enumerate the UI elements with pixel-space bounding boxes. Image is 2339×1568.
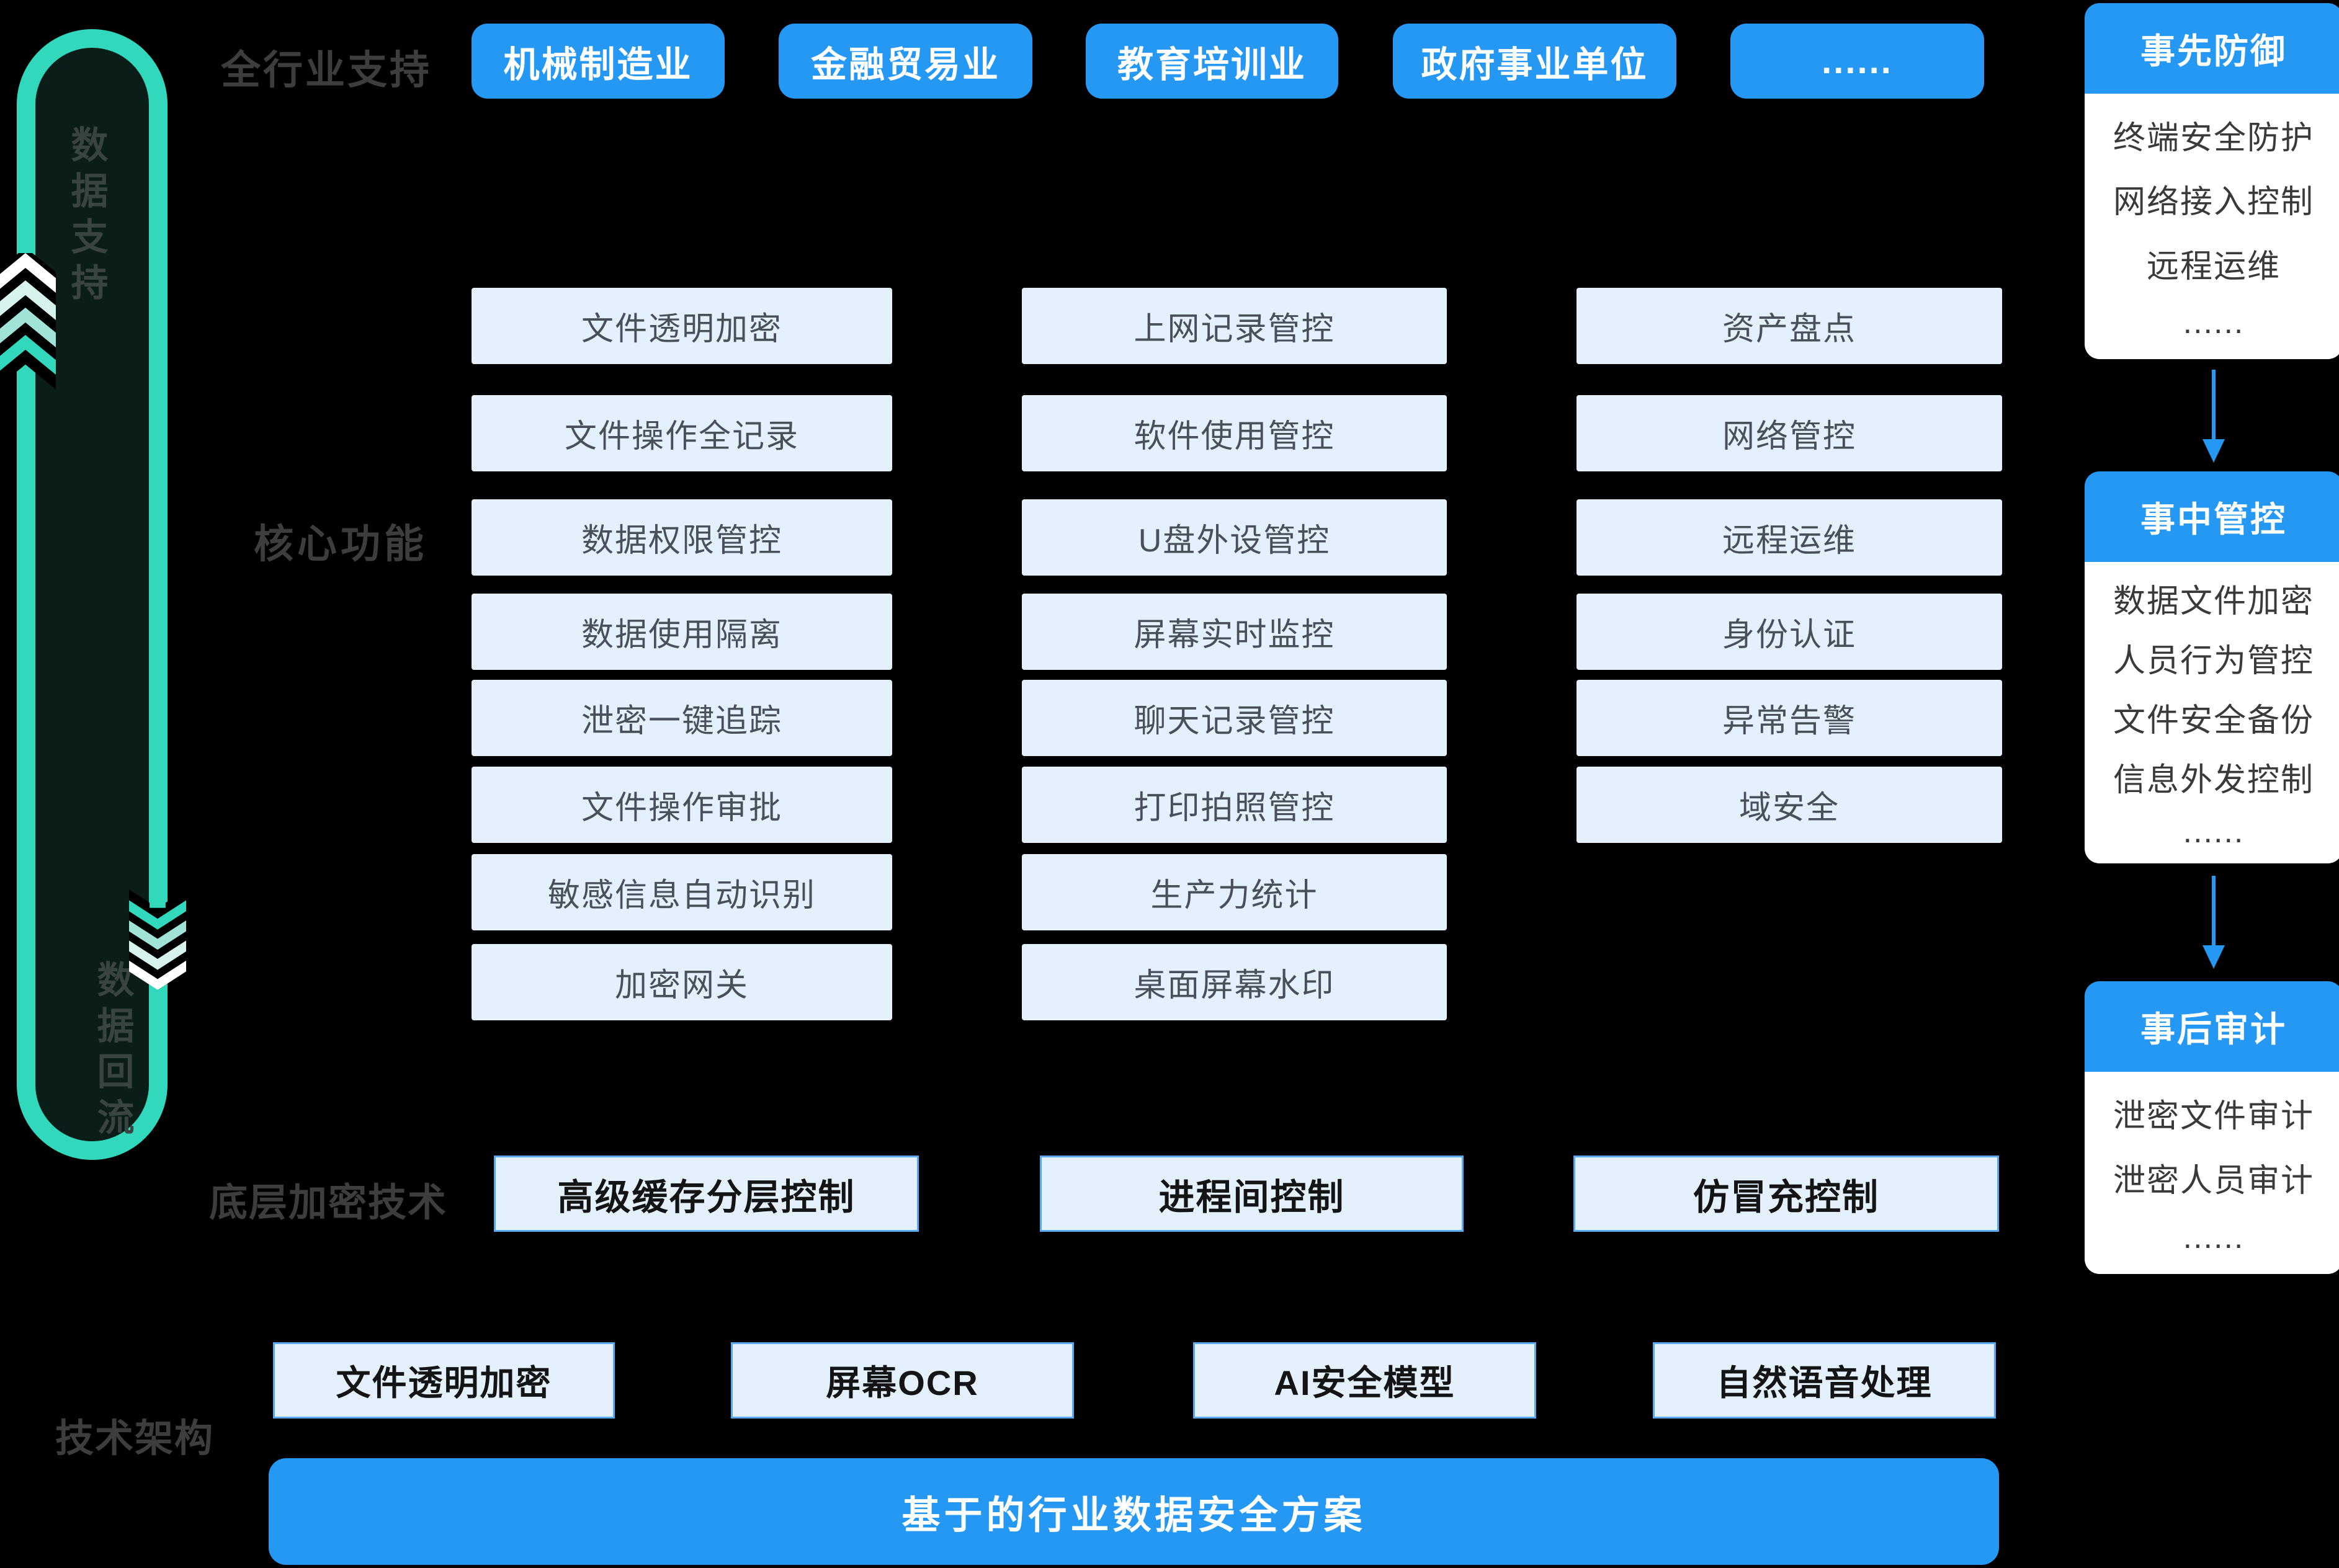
core-function-item: 资产盘点 bbox=[1576, 288, 2002, 364]
core-function-item: 上网记录管控 bbox=[1022, 288, 1447, 364]
core-function-item: 域安全 bbox=[1576, 767, 2002, 843]
core-functions-column-1: 文件透明加密 文件操作全记录 数据权限管控 数据使用隔离 泄密一键追踪 文件操作… bbox=[472, 288, 892, 1020]
phase-panel-post-audit: 事后审计 泄密文件审计 泄密人员审计 ...... bbox=[2085, 981, 2339, 1274]
phase-panel-item: ...... bbox=[2183, 814, 2245, 850]
industry-button-machinery: 机械制造业 bbox=[472, 24, 725, 99]
phase-panel-item: ...... bbox=[2183, 305, 2245, 341]
arrow-down-icon bbox=[2203, 370, 2225, 463]
core-function-item: 泄密一键追踪 bbox=[472, 680, 892, 756]
core-function-item: 打印拍照管控 bbox=[1022, 767, 1447, 843]
core-function-item: U盘外设管控 bbox=[1022, 499, 1447, 576]
encryption-tech-item: 高级缓存分层控制 bbox=[494, 1156, 919, 1232]
core-function-item: 网络管控 bbox=[1576, 395, 2002, 471]
arrow-down-icon bbox=[2203, 876, 2225, 969]
phase-panel-body: 数据文件加密 人员行为管控 文件安全备份 信息外发控制 ...... bbox=[2085, 562, 2339, 863]
architecture-item: AI安全模型 bbox=[1193, 1342, 1536, 1419]
core-function-item: 加密网关 bbox=[472, 944, 892, 1020]
industry-button-more: ...... bbox=[1730, 24, 1984, 99]
architecture-item: 自然语音处理 bbox=[1653, 1342, 1996, 1419]
core-functions-column-2: 上网记录管控 软件使用管控 U盘外设管控 屏幕实时监控 聊天记录管控 打印拍照管… bbox=[1022, 288, 1447, 1020]
encryption-tech-label: 底层加密技术 bbox=[209, 1182, 448, 1224]
phase-panel-pre-defense: 事先防御 终端安全防护 网络接入控制 远程运维 ...... bbox=[2085, 3, 2339, 359]
phase-panel-item: 网络接入控制 bbox=[2113, 184, 2314, 221]
core-function-item: 数据使用隔离 bbox=[472, 594, 892, 670]
core-function-item: 文件操作全记录 bbox=[472, 395, 892, 471]
core-function-item: 数据权限管控 bbox=[472, 499, 892, 576]
encryption-tech-item: 进程间控制 bbox=[1040, 1156, 1464, 1232]
phase-panel-item: 终端安全防护 bbox=[2113, 120, 2314, 156]
chevrons-down-icon bbox=[129, 889, 186, 990]
phase-panel-title: 事中管控 bbox=[2085, 471, 2339, 562]
phase-panel-in-process-control: 事中管控 数据文件加密 人员行为管控 文件安全备份 信息外发控制 ...... bbox=[2085, 471, 2339, 863]
phase-panel-item: 信息外发控制 bbox=[2113, 762, 2314, 798]
data-flow-loop bbox=[17, 29, 168, 1160]
phase-panel-item: 文件安全备份 bbox=[2113, 703, 2314, 739]
core-function-item: 文件透明加密 bbox=[472, 288, 892, 364]
chevrons-up-icon bbox=[0, 253, 56, 390]
core-functions-label: 核心功能 bbox=[254, 522, 427, 566]
architecture-item: 文件透明加密 bbox=[273, 1342, 615, 1419]
core-function-item: 异常告警 bbox=[1576, 680, 2002, 756]
core-function-item: 桌面屏幕水印 bbox=[1022, 944, 1447, 1020]
core-function-item: 敏感信息自动识别 bbox=[472, 854, 892, 930]
loop-bottom-label: 数据回流 bbox=[92, 960, 133, 1144]
phase-panel-body: 泄密文件审计 泄密人员审计 ...... bbox=[2085, 1072, 2339, 1274]
architecture-item: 屏幕OCR bbox=[731, 1342, 1074, 1419]
industry-button-education: 教育培训业 bbox=[1086, 24, 1338, 99]
phase-panel-item: 数据文件加密 bbox=[2113, 584, 2314, 620]
phase-panel-item: ...... bbox=[2183, 1219, 2245, 1255]
phase-panel-body: 终端安全防护 网络接入控制 远程运维 ...... bbox=[2085, 94, 2339, 359]
industry-button-government: 政府事业单位 bbox=[1393, 24, 1676, 99]
core-function-item: 文件操作审批 bbox=[472, 767, 892, 843]
industries-label: 全行业支持 bbox=[221, 48, 432, 92]
core-functions-column-3: 资产盘点 网络管控 远程运维 身份认证 异常告警 域安全 bbox=[1576, 288, 2002, 1020]
solution-banner: 基于的行业数据安全方案 bbox=[269, 1458, 1999, 1565]
encryption-tech-item: 仿冒充控制 bbox=[1573, 1156, 1999, 1232]
architecture-label: 技术架构 bbox=[55, 1417, 215, 1460]
phase-panel-title: 事先防御 bbox=[2085, 3, 2339, 94]
phase-panel-title: 事后审计 bbox=[2085, 981, 2339, 1072]
phase-panel-item: 人员行为管控 bbox=[2113, 643, 2314, 679]
phase-panel-item: 泄密人员审计 bbox=[2113, 1163, 2314, 1199]
phase-panel-item: 泄密文件审计 bbox=[2113, 1098, 2314, 1134]
industry-button-finance: 金融贸易业 bbox=[779, 24, 1032, 99]
core-function-item: 软件使用管控 bbox=[1022, 395, 1447, 471]
core-function-item: 聊天记录管控 bbox=[1022, 680, 1447, 756]
phase-panel-item: 远程运维 bbox=[2146, 248, 2281, 285]
core-function-item: 屏幕实时监控 bbox=[1022, 594, 1447, 670]
loop-top-label: 数据支持 bbox=[66, 125, 107, 309]
core-function-item: 身份认证 bbox=[1576, 594, 2002, 670]
core-function-item: 生产力统计 bbox=[1022, 854, 1447, 930]
core-function-item: 远程运维 bbox=[1576, 499, 2002, 576]
